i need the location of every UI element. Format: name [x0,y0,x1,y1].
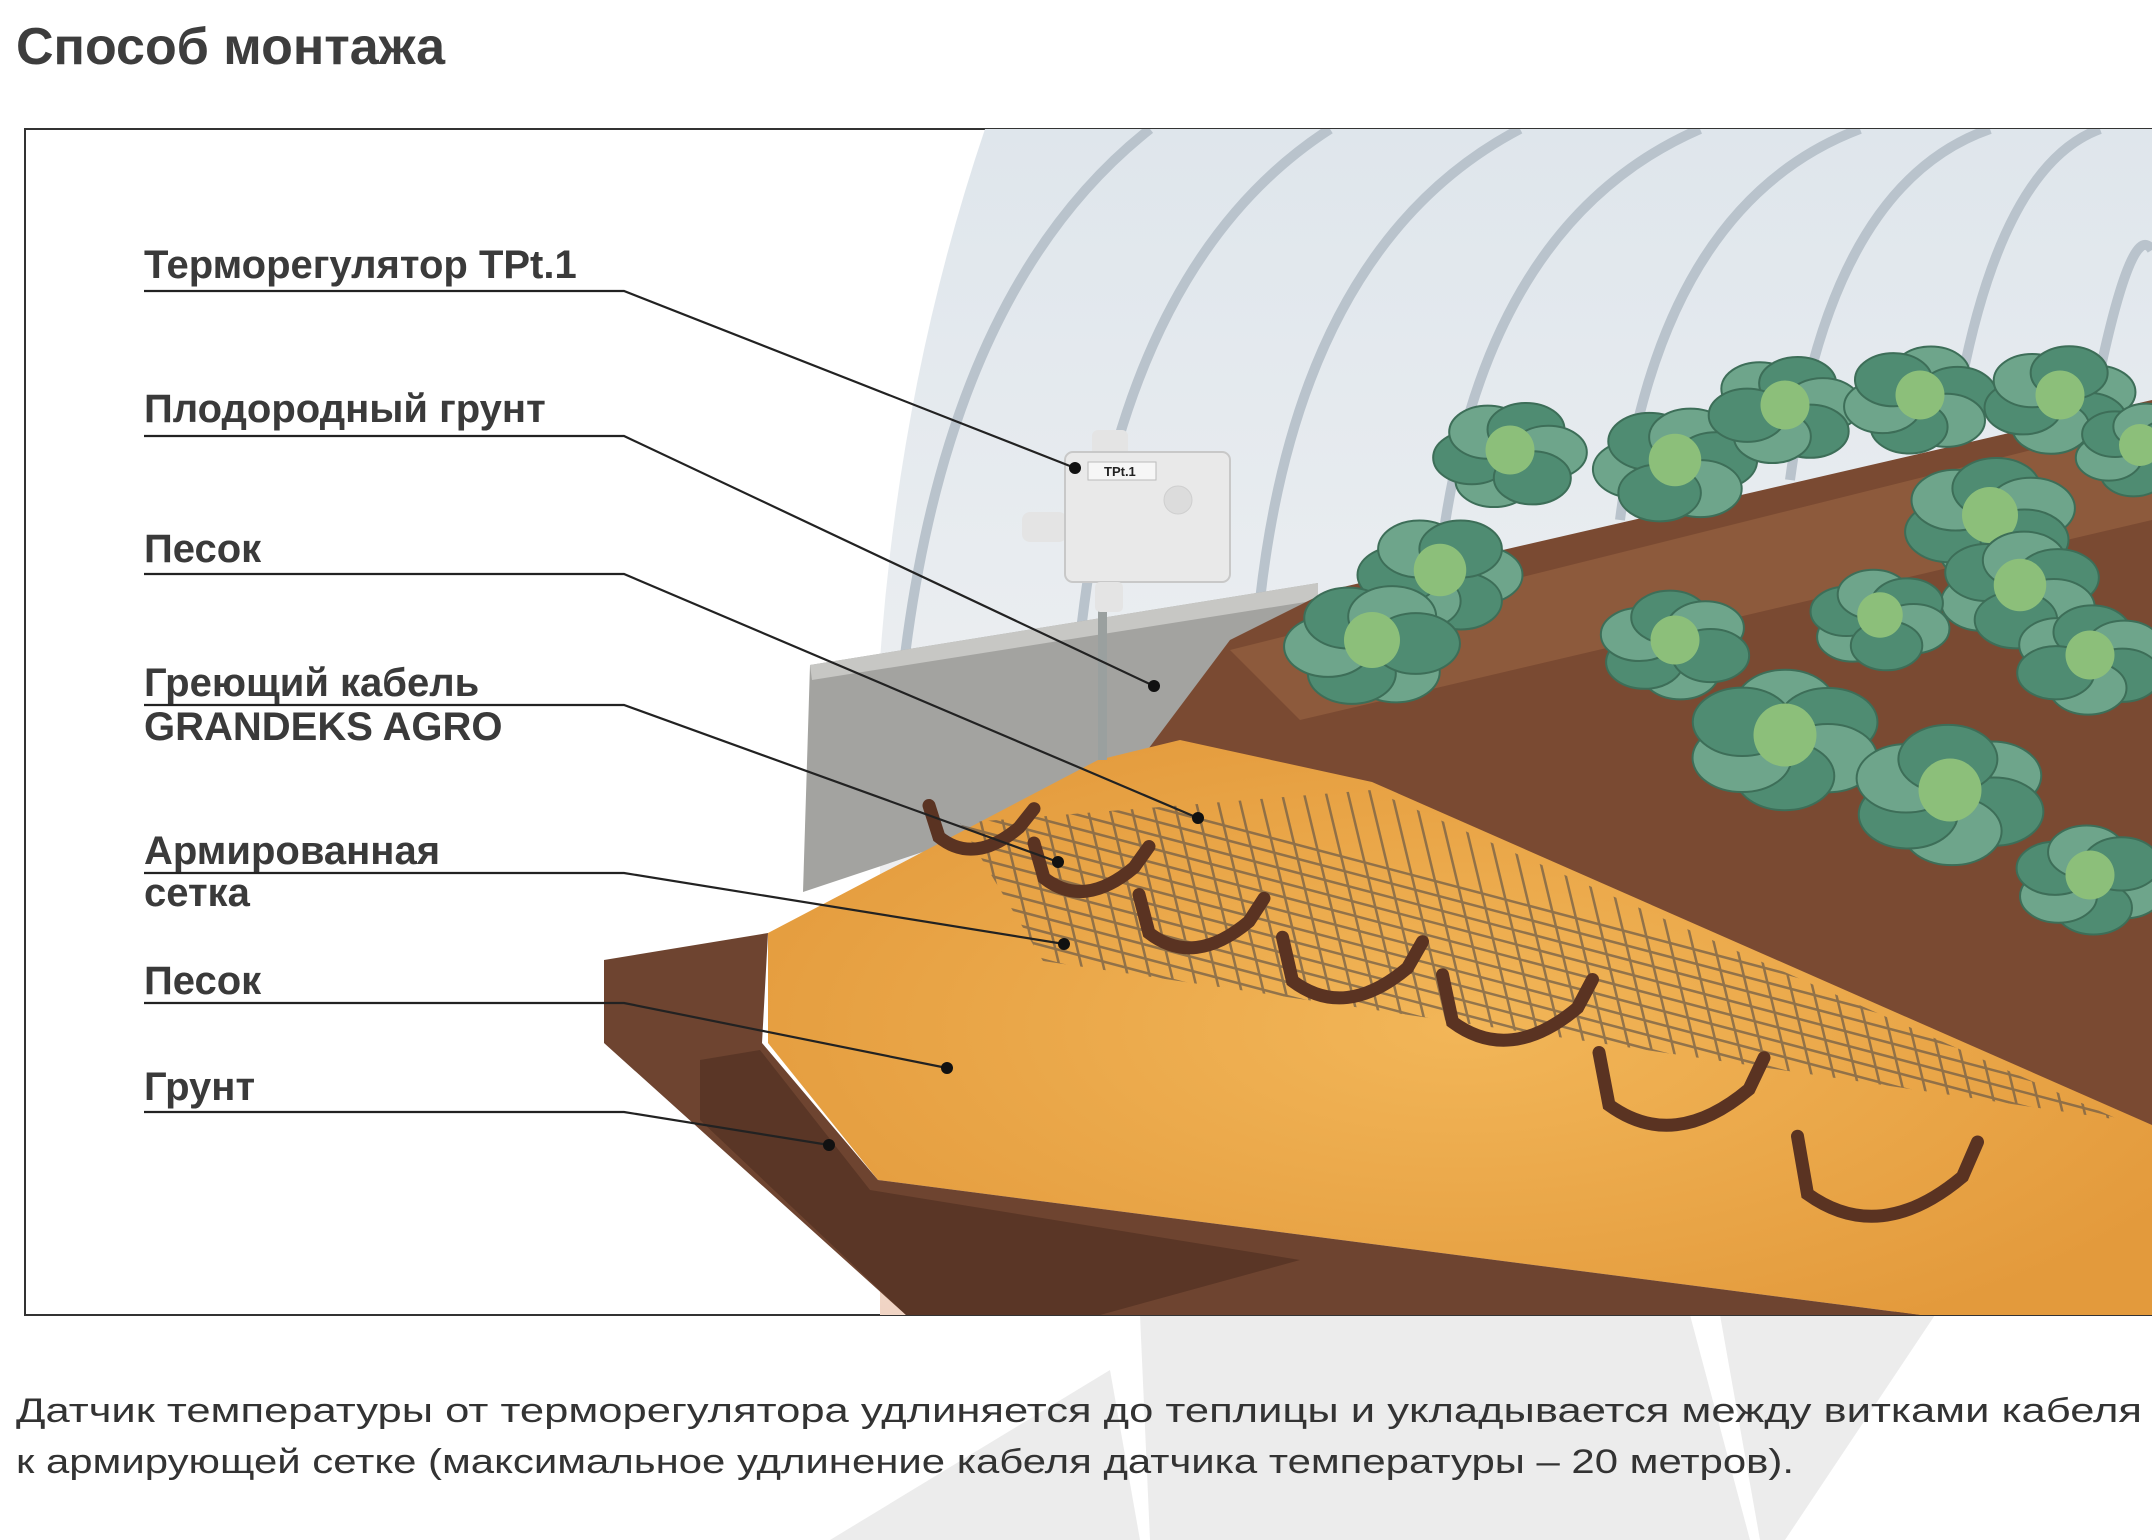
mesh-line [960,808,2120,1120]
svg-text:Плодородный грунт: Плодородный грунт [144,387,546,431]
mesh-line [1426,790,1550,1120]
svg-text:Греющий кабель: Греющий кабель [144,661,479,705]
cabbage [2016,604,2152,716]
cable-loop [922,799,1041,856]
svg-text:Грунт: Грунт [144,1065,255,1109]
svg-text:GRANDEKS AGRO: GRANDEKS AGRO [144,705,503,749]
leader-line [144,1001,948,1070]
cable-loop [1592,1046,1771,1132]
leader-dot [1052,856,1064,868]
leader-dot [1069,462,1081,474]
mesh-line [1360,790,1484,1120]
cable-loop [1132,888,1271,955]
cabbage [1983,345,2137,455]
svg-text:Песок: Песок [144,959,262,1003]
cabbage [1283,585,1461,705]
mesh-line [1448,790,1572,1120]
svg-text:Армированная: Армированная [144,829,440,873]
mesh-line [1470,790,1594,1120]
cabbage-plants [1283,345,2152,936]
mesh-line [960,790,2120,1100]
leader-line [144,289,1076,470]
mesh-line [1404,790,1528,1120]
svg-text:сетка: сетка [144,871,251,915]
cabbage [1707,355,1863,465]
leader-dot [823,1139,835,1151]
label-sand-lower: Песок [144,959,262,1003]
leader-line [144,572,1199,820]
leader-dot [1192,812,1204,824]
cabbage [2015,824,2152,936]
cabbage [1591,407,1759,523]
arch [895,129,1154,701]
label-fertile-soil: Плодородный грунт [144,387,546,431]
leader-line [144,1110,830,1147]
device-label: TPt.1 [1104,464,1136,479]
cabbage [1599,589,1751,701]
mesh-line [960,790,2120,1114]
leader-lines [144,289,1204,1151]
heating-cable [922,799,1984,1223]
cabbage [1809,568,1951,672]
leader-dot [1058,938,1070,950]
label-sand-upper: Песок [144,527,262,571]
cabbage [2074,402,2152,498]
label-ground: Грунт [144,1065,255,1109]
cable-loop [1027,836,1156,898]
leader-dot [941,1062,953,1074]
cable-loop [1436,968,1599,1047]
cabbage [1843,345,1997,455]
cabbage [1691,668,1879,812]
description-line-1: Датчик температуры от терморегулятора уд… [16,1392,2142,1430]
sensor-tube [1098,580,1107,760]
svg-text:Песок: Песок [144,527,262,571]
description-line-2: к армирующей сетке (максимальное удлинен… [16,1443,1794,1481]
mesh-line [960,850,2120,1120]
leader-line [144,434,1155,687]
label-reinforced-mesh: Армированная сетка [144,829,440,915]
mesh-line [1316,790,1440,1120]
label-thermostat: Терморегулятор TPt.1 [144,243,577,287]
leader-line [144,703,1059,864]
svg-text:Терморегулятор TPt.1: Терморегулятор TPt.1 [144,243,577,287]
label-heating-cable: Греющий кабель GRANDEKS AGRO [144,661,503,749]
cabbage [1855,723,2045,867]
mesh-line [1338,790,1462,1120]
thermostat-device: TPt.1 [1022,430,1231,612]
background-decoration [830,1315,1935,1540]
leader-line [144,871,1065,946]
callout-labels: Терморегулятор TPt.1 Плодородный грунт П… [144,243,1204,1151]
arch [1255,129,1523,601]
page-title: Способ монтажа [16,18,446,76]
cabbage [1432,401,1588,509]
greenhouse-illustration: TPt.1 [604,129,2152,1315]
cabbage [1356,519,1524,631]
cable-loop [1276,930,1429,1005]
mesh-line [960,794,2120,1120]
cable-loop [1791,1129,1984,1223]
leader-dot [1148,680,1160,692]
